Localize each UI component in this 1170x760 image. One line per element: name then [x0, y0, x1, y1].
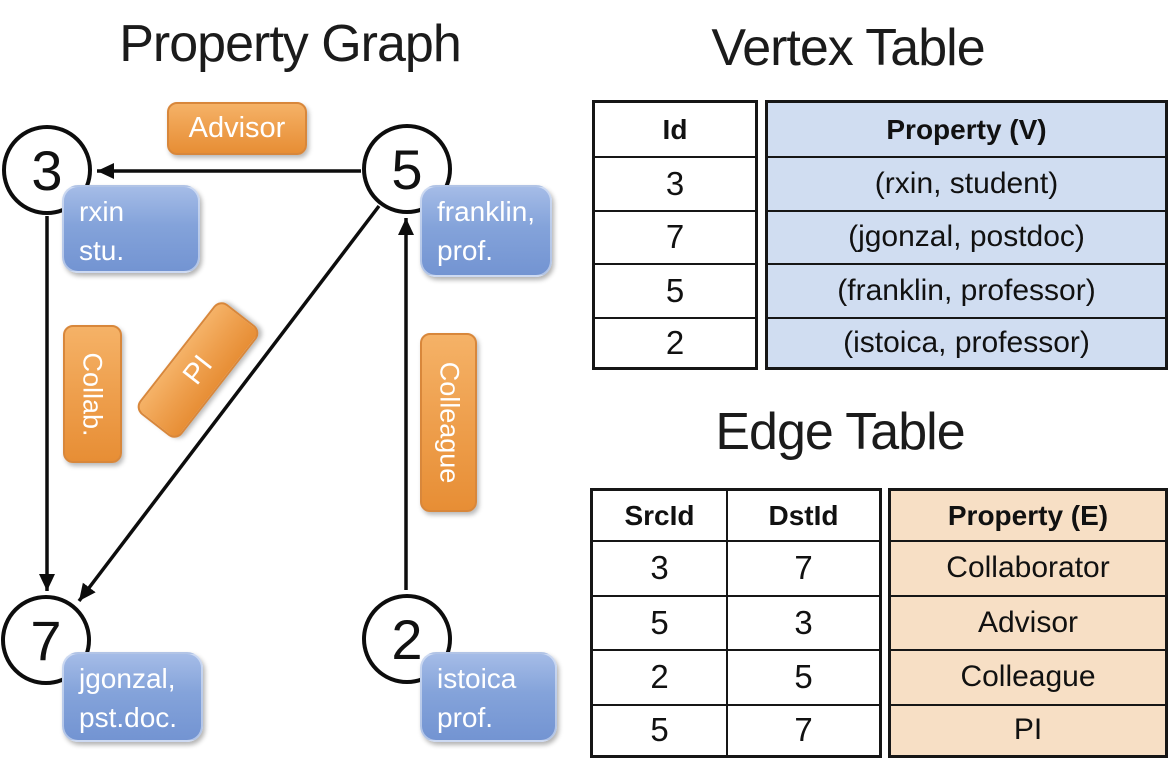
- edge-srcid-cell: 2: [593, 649, 726, 704]
- vertex-box-istoica-line1: istoica: [437, 663, 517, 694]
- edge-table-dstid-column: DstId 7 3 5 7: [726, 491, 879, 755]
- vertex-box-franklin-line1: franklin,: [437, 196, 536, 227]
- vertex-box-franklin-line2: prof.: [437, 234, 494, 266]
- edge-label-collab: Collab.: [63, 325, 122, 463]
- edge-label-colleague: Colleague: [420, 333, 477, 512]
- vertex-box-istoica: istoica prof.: [420, 652, 557, 742]
- vertex-id-cell: 3: [595, 156, 755, 210]
- edge-srcid-cell: 5: [593, 703, 726, 756]
- vertex-table-id-column: Id 3 7 5 2: [592, 100, 758, 370]
- vertex-id-cell: 5: [595, 263, 755, 317]
- vertex-table-property-column: Property (V) (rxin, student) (jgonzal, p…: [765, 100, 1168, 370]
- vertex-property-header: Property (V): [768, 103, 1165, 156]
- edge-dstid-cell: 7: [728, 540, 879, 595]
- edge-label-advisor: Advisor: [167, 102, 307, 155]
- edge-property-cell: Advisor: [891, 594, 1165, 649]
- edge-property-cell: Collaborator: [891, 540, 1165, 595]
- edge-label-advisor-text: Advisor: [188, 112, 286, 144]
- vertex-property-cell: (franklin, professor): [768, 263, 1165, 317]
- vertex-property-cell: (istoica, professor): [768, 316, 1165, 367]
- edge-property-cell: PI: [891, 703, 1165, 755]
- edge-table-title: Edge Table: [715, 403, 965, 461]
- edge-table-ids-columns: SrcId 3 5 2 5 DstId 7 3 5 7: [590, 488, 882, 758]
- vertex-box-rxin-line2: stu.: [79, 234, 125, 266]
- edge-table-srcid-column: SrcId 3 5 2 5: [593, 491, 726, 755]
- vertex-box-rxin-line1: rxin: [79, 196, 125, 227]
- edge-property-cell: Colleague: [891, 649, 1165, 704]
- property-graph-title: Property Graph: [119, 15, 462, 73]
- vertex-property-cell: (jgonzal, postdoc): [768, 209, 1165, 263]
- vertex-box-rxin: rxin stu.: [62, 185, 200, 273]
- vertex-id-header: Id: [662, 113, 688, 145]
- edge-label-pi-text: PI: [176, 349, 219, 391]
- edge-label-collab-text: Collab.: [78, 351, 109, 437]
- vertex-property-cell: (rxin, student): [768, 156, 1165, 210]
- edge-srcid-header: SrcId: [624, 499, 695, 531]
- node-7-label: 7: [30, 608, 62, 672]
- graph-node-2: 2: [362, 594, 452, 684]
- vertex-table-title: Vertex Table: [711, 19, 985, 77]
- edge-table-property-column: Property (E) Collaborator Advisor Collea…: [888, 488, 1168, 758]
- vertex-box-jgonzal: jgonzal, pst.doc.: [62, 652, 203, 742]
- graph-edges-layer: [39, 163, 414, 603]
- edge-dstid-header: DstId: [768, 499, 839, 531]
- node-2-label: 2: [391, 607, 423, 671]
- node-3-label: 3: [31, 138, 63, 202]
- edge-pi-arrow: [77, 204, 381, 603]
- vertex-box-jgonzal-line1: jgonzal,: [79, 663, 176, 694]
- vertex-id-cell: 7: [595, 209, 755, 264]
- vertex-box-jgonzal-line2: pst.doc.: [79, 701, 178, 733]
- edge-dstid-cell: 5: [728, 649, 879, 704]
- edge-dstid-cell: 7: [728, 703, 879, 756]
- edge-srcid-cell: 5: [593, 594, 726, 650]
- edge-srcid-cell: 3: [593, 540, 726, 595]
- node-5-label: 5: [391, 137, 423, 201]
- graph-node-5: 5: [362, 124, 452, 214]
- edge-property-header: Property (E): [891, 491, 1165, 540]
- vertex-box-istoica-line2: prof.: [437, 701, 494, 733]
- vertex-box-franklin: franklin, prof.: [420, 185, 552, 277]
- edge-dstid-cell: 3: [728, 594, 879, 650]
- edge-label-colleague-text: Colleague: [434, 361, 464, 484]
- vertex-id-cell: 2: [595, 316, 755, 368]
